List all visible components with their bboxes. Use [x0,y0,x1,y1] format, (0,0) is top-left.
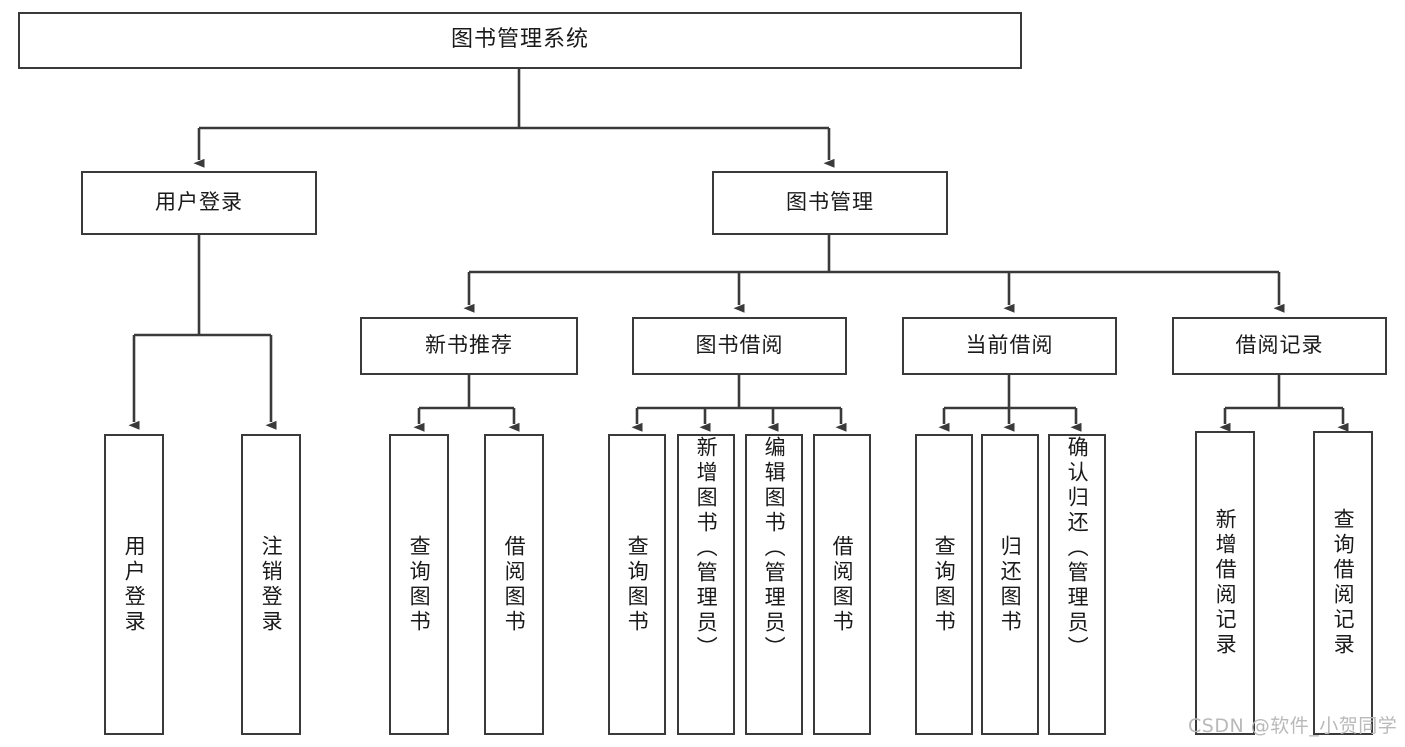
node-label: 借阅图书 [502,534,527,635]
csdn-watermark: CSDN @软件_小贺同学 [1188,715,1398,737]
leaf-return-book[interactable]: 归还图书 [981,434,1039,735]
leaf-add-borrow-record[interactable]: 新增借阅记录 [1195,431,1255,735]
node-label: 新增图书（管理员） [694,436,719,661]
node-label: 用户登录 [122,534,147,635]
node-label: 确认归还（管理员） [1065,436,1090,661]
node-label: 图书借阅 [695,333,784,358]
node-borrow-record[interactable]: 借阅记录 [1172,317,1387,375]
node-label: 借阅记录 [1235,333,1324,358]
node-book-borrow[interactable]: 图书借阅 [632,317,847,375]
leaf-query-book-recommend[interactable]: 查询图书 [389,434,449,735]
node-user-login[interactable]: 用户登录 [81,171,317,235]
node-label: 注销登录 [259,534,284,635]
node-current-borrow[interactable]: 当前借阅 [902,317,1117,375]
leaf-logout-login[interactable]: 注销登录 [241,434,301,735]
leaf-edit-book-admin[interactable]: 编辑图书（管理员） [745,434,803,735]
leaf-add-book-admin[interactable]: 新增图书（管理员） [677,434,735,735]
node-label: 新书推荐 [425,333,513,358]
node-label: 查询图书 [407,534,432,635]
leaf-query-book-current[interactable]: 查询图书 [915,434,973,735]
node-label: 图书管理系统 [450,27,589,53]
leaf-query-borrow-record[interactable]: 查询借阅记录 [1313,431,1373,735]
leaf-borrow-book-recommend[interactable]: 借阅图书 [484,434,544,735]
node-label: 借阅图书 [830,534,855,635]
leaf-borrow-book-borrow[interactable]: 借阅图书 [813,434,871,735]
node-label: 归还图书 [998,534,1023,635]
node-book-management[interactable]: 图书管理 [712,171,948,235]
node-label: 查询借阅记录 [1331,508,1356,658]
node-label: 图书管理 [786,190,874,215]
node-label: 新增借阅记录 [1213,508,1238,658]
node-label: 当前借阅 [965,333,1054,358]
node-label: 用户登录 [155,190,243,215]
node-root-book-management-system[interactable]: 图书管理系统 [18,12,1022,69]
leaf-user-login[interactable]: 用户登录 [104,434,164,735]
node-new-book-recommend[interactable]: 新书推荐 [360,317,578,375]
leaf-confirm-return-admin[interactable]: 确认归还（管理员） [1048,434,1106,735]
node-label: 编辑图书（管理员） [762,436,787,661]
leaf-query-book-borrow[interactable]: 查询图书 [608,434,666,735]
node-label: 查询图书 [625,534,650,635]
node-label: 查询图书 [932,534,957,635]
